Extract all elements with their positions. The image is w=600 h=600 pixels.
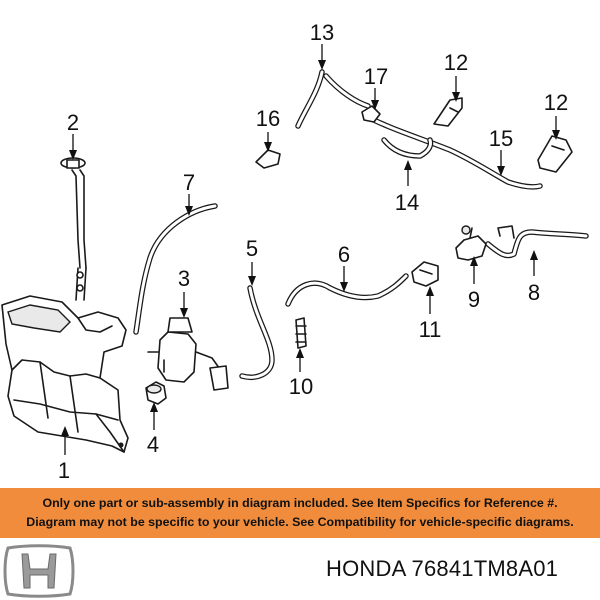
filler-neck-part <box>60 157 87 301</box>
washer-pump-part <box>147 317 229 391</box>
leader-lines <box>61 44 560 455</box>
nozzle-16-part <box>255 149 281 169</box>
callout-12a: 12 <box>444 50 468 75</box>
callout-5: 5 <box>246 236 258 261</box>
callout-14: 14 <box>395 190 419 215</box>
callout-6: 6 <box>338 242 350 267</box>
callout-1: 1 <box>58 458 70 483</box>
hose-13-part <box>295 69 371 129</box>
washer-nozzle-part-b <box>537 135 573 173</box>
grommet-part <box>145 381 167 405</box>
callout-2: 2 <box>67 110 79 135</box>
callout-15: 15 <box>489 126 513 151</box>
clip-part <box>295 317 307 349</box>
callout-9: 9 <box>468 287 480 312</box>
hose-5-part <box>239 285 275 380</box>
callout-7: 7 <box>183 170 195 195</box>
callout-3: 3 <box>178 266 190 291</box>
washer-nozzle-part-a <box>433 97 463 127</box>
callout-4: 4 <box>147 432 159 457</box>
callout-12b: 12 <box>544 90 568 115</box>
joint-17-part <box>361 105 381 123</box>
joint-part <box>411 261 439 287</box>
parts-diagram: 1 2 3 4 5 6 7 8 9 10 11 12 12 13 14 15 1… <box>1 20 589 483</box>
callout-17: 17 <box>364 64 388 89</box>
callout-13: 13 <box>310 20 334 45</box>
check-valve-part <box>455 225 487 261</box>
hose-15-part <box>363 113 543 190</box>
callout-11: 11 <box>419 317 442 342</box>
disclaimer-line-2: Diagram may not be specific to your vehi… <box>26 515 574 529</box>
callout-10: 10 <box>289 374 313 399</box>
disclaimer-line-1: Only one part or sub-assembly in diagram… <box>42 496 558 510</box>
washer-tank-part <box>1 295 129 453</box>
callout-8: 8 <box>528 280 540 305</box>
part-number-label: HONDA 76841TM8A01 <box>326 556 559 581</box>
hose-7-part <box>133 203 218 335</box>
honda-logo-icon <box>3 544 75 598</box>
callout-16: 16 <box>256 106 280 131</box>
hose-8-part <box>485 225 589 259</box>
hose-6-part <box>285 273 409 307</box>
hose-14-part <box>381 137 434 159</box>
disclaimer-banner: Only one part or sub-assembly in diagram… <box>0 488 600 538</box>
